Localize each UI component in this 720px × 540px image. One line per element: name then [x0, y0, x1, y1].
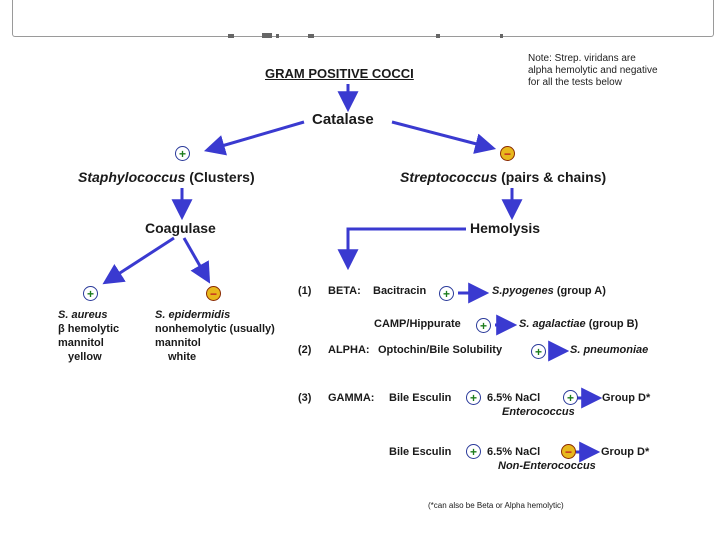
s-epidermidis-line: white	[168, 351, 197, 363]
pneumoniae-result: S. pneumoniae	[570, 344, 649, 356]
cropped-header-text	[228, 33, 503, 38]
non-enterococcus-label: Non-Enterococcus	[498, 460, 596, 472]
plus-icon: +	[466, 390, 481, 405]
camp-test: CAMP/Hippurate	[374, 318, 461, 330]
plus-icon: +	[531, 344, 546, 359]
coagulase-node: Coagulase	[145, 220, 216, 236]
alpha-number: (2)	[298, 344, 312, 356]
s-epidermidis-line: nonhemolytic (usually)	[155, 323, 275, 335]
note-text: Note: Strep. viridans are alpha hemolyti…	[528, 53, 658, 88]
arrow-coagulase-to-epidermidis	[182, 237, 211, 284]
group-d-result: Group D*	[601, 446, 650, 458]
beta-number: (1)	[298, 285, 312, 297]
gamma-number: (3)	[298, 392, 312, 404]
enterococcus-label: Enterococcus	[502, 406, 575, 418]
minus-icon: −	[206, 286, 221, 301]
result-group: (group A)	[556, 285, 606, 297]
result-species: S. agalactiae	[519, 318, 586, 330]
group-d-result: Group D*	[602, 392, 651, 404]
streptococcus-node: Streptococcus (pairs & chains)	[400, 170, 606, 184]
s-aureus-line: yellow	[68, 351, 102, 363]
plus-icon: +	[563, 390, 578, 405]
diagram-title: GRAM POSITIVE COCCI	[265, 66, 414, 81]
optochin-test: Optochin/Bile Solubility	[378, 344, 503, 356]
nacl-test: 6.5% NaCl	[487, 392, 541, 404]
staph-genus: Staphylococcus	[78, 169, 186, 185]
bile-esculin-test: Bile Esculin	[389, 392, 452, 404]
staph-desc: (Clusters)	[189, 169, 255, 185]
s-aureus-line: mannitol	[58, 337, 104, 349]
minus-icon: −	[500, 146, 515, 161]
arrow-catalase-to-staph	[203, 120, 305, 156]
alpha-label: ALPHA:	[328, 344, 370, 356]
strep-genus: Streptococcus	[400, 169, 498, 185]
bacitracin-test: Bacitracin	[373, 285, 427, 297]
footnote: (*can also be Beta or Alpha hemolytic)	[428, 501, 564, 510]
s-epidermidis-name: S. epidermidis	[155, 309, 231, 321]
bile-esculin-test: Bile Esculin	[389, 446, 452, 458]
gamma-label: GAMMA:	[328, 392, 375, 404]
nacl-test: 6.5% NaCl	[487, 446, 541, 458]
s-epidermidis-line: mannitol	[155, 337, 201, 349]
plus-icon: +	[476, 318, 491, 333]
strep-desc: (pairs & chains)	[501, 169, 607, 185]
s-aureus-line: β hemolytic	[58, 323, 120, 335]
result-species: S.pyogenes	[492, 285, 554, 297]
pyogenes-result: S.pyogenes (group A)	[492, 286, 606, 297]
plus-icon: +	[466, 444, 481, 459]
plus-icon: +	[439, 286, 454, 301]
catalase-node: Catalase	[312, 111, 374, 128]
minus-icon: −	[561, 444, 576, 459]
s-aureus-name: S. aureus	[58, 309, 108, 321]
result-group: (group B)	[588, 318, 639, 330]
agalactiae-result: S. agalactiae (group B)	[519, 319, 638, 330]
arrow-hemolysis-bracket	[337, 227, 466, 271]
top-bar	[12, 0, 714, 37]
arrow-catalase-to-strep	[391, 120, 497, 154]
staphylococcus-node: Staphylococcus (Clusters)	[78, 170, 255, 184]
arrow-coagulase-to-aureus	[102, 236, 175, 285]
beta-label: BETA:	[328, 285, 361, 297]
hemolysis-node: Hemolysis	[470, 220, 541, 236]
plus-icon: +	[175, 146, 190, 161]
plus-icon: +	[83, 286, 98, 301]
